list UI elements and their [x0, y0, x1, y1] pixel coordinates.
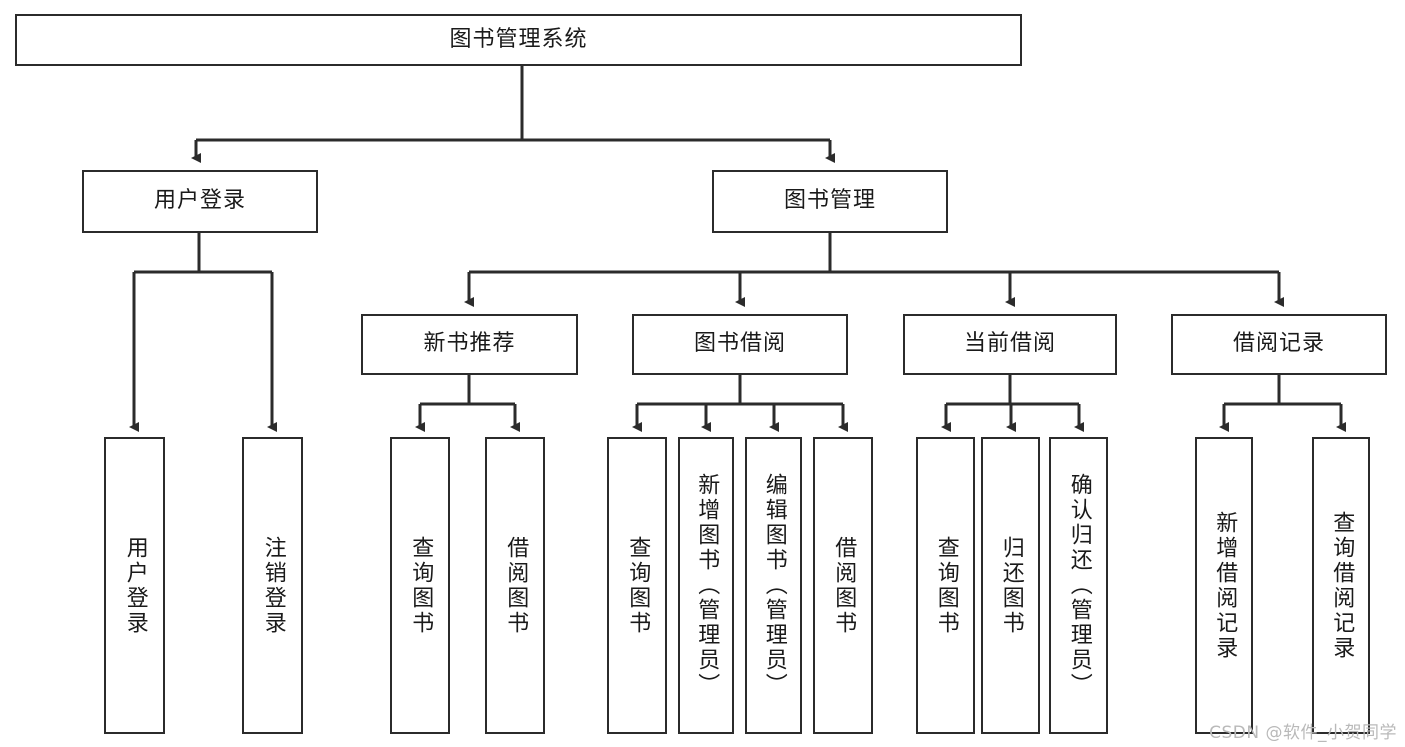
node-leaf-return-book-label: 归还图书 [998, 535, 1024, 636]
node-leaf-query-book-3[interactable]: 查询图书 [916, 437, 975, 734]
node-leaf-borrow-book-2[interactable]: 借阅图书 [813, 437, 873, 734]
node-leaf-edit-book-admin-label: 编辑图书（管理员） [761, 473, 787, 698]
node-leaf-confirm-return-admin-label: 确认归还（管理员） [1066, 473, 1092, 698]
node-leaf-user-login-label: 用户登录 [122, 535, 148, 636]
node-leaf-add-borrow-record-label: 新增借阅记录 [1212, 510, 1238, 661]
node-leaf-query-borrow-record[interactable]: 查询借阅记录 [1312, 437, 1370, 734]
node-root-label: 图书管理系统 [449, 26, 588, 52]
node-leaf-return-book[interactable]: 归还图书 [981, 437, 1040, 734]
node-new-book-recommend-label: 新书推荐 [423, 331, 516, 357]
node-leaf-query-book-2[interactable]: 查询图书 [607, 437, 667, 734]
node-new-book-recommend[interactable]: 新书推荐 [361, 314, 578, 375]
node-leaf-logout-login[interactable]: 注销登录 [242, 437, 303, 734]
node-leaf-query-book-3-label: 查询图书 [933, 535, 959, 636]
node-leaf-user-login[interactable]: 用户登录 [104, 437, 165, 734]
node-root[interactable]: 图书管理系统 [15, 14, 1022, 66]
node-leaf-borrow-book-1-label: 借阅图书 [503, 535, 529, 636]
node-leaf-borrow-book-1[interactable]: 借阅图书 [485, 437, 545, 734]
node-user-login[interactable]: 用户登录 [82, 170, 318, 233]
node-leaf-logout-login-label: 注销登录 [260, 535, 286, 636]
node-book-management-label: 图书管理 [783, 188, 876, 214]
node-user-login-label: 用户登录 [153, 188, 246, 214]
node-leaf-edit-book-admin[interactable]: 编辑图书（管理员） [745, 437, 802, 734]
node-leaf-add-book-admin-label: 新增图书（管理员） [694, 473, 720, 698]
node-borrow-record-label: 借阅记录 [1232, 331, 1325, 357]
node-leaf-query-book-1[interactable]: 查询图书 [390, 437, 450, 734]
node-current-borrow[interactable]: 当前借阅 [903, 314, 1117, 375]
csdn-watermark: CSDN @软件_小贺同学 [1209, 723, 1397, 743]
node-book-borrow[interactable]: 图书借阅 [632, 314, 848, 375]
node-leaf-query-book-1-label: 查询图书 [408, 535, 434, 636]
node-leaf-query-borrow-record-label: 查询借阅记录 [1329, 510, 1355, 661]
node-current-borrow-label: 当前借阅 [963, 331, 1056, 357]
node-leaf-query-book-2-label: 查询图书 [625, 535, 651, 636]
node-leaf-add-book-admin[interactable]: 新增图书（管理员） [678, 437, 734, 734]
node-leaf-add-borrow-record[interactable]: 新增借阅记录 [1195, 437, 1253, 734]
node-leaf-borrow-book-2-label: 借阅图书 [831, 535, 857, 636]
node-book-borrow-label: 图书借阅 [693, 331, 786, 357]
node-borrow-record[interactable]: 借阅记录 [1171, 314, 1387, 375]
node-leaf-confirm-return-admin[interactable]: 确认归还（管理员） [1049, 437, 1108, 734]
node-book-management[interactable]: 图书管理 [712, 170, 948, 233]
